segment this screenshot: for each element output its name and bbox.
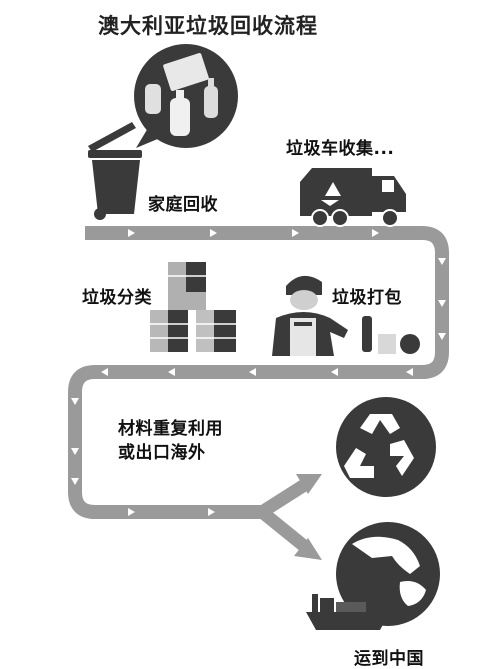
branch-upper-arrow: [258, 478, 310, 518]
step-reuse-line2: 或出口海外: [118, 443, 206, 463]
cargo-ship-icon: [306, 594, 390, 630]
step-truck-collection: 垃圾车收集...: [286, 139, 395, 159]
diagram-title: 澳大利亚垃圾回收流程: [98, 14, 318, 38]
step-sorting: 垃圾分类: [82, 288, 152, 308]
step-reuse-line1: 材料重复利用: [118, 419, 223, 439]
branch-lower-arrow: [257, 506, 309, 552]
waste-items-bubble-icon: [134, 44, 238, 148]
globe-icon: [336, 522, 440, 626]
step-packing: 垃圾打包: [332, 288, 402, 308]
branch-lower-arrowhead: [294, 538, 322, 560]
wheelie-bin-icon: [88, 122, 142, 220]
sorted-bales-icon: [150, 262, 236, 352]
garbage-truck-icon: [300, 168, 406, 227]
worker-icon: [272, 275, 420, 356]
conveyor-arrows: [71, 229, 446, 516]
recycle-symbol-icon: [336, 397, 436, 497]
step-home-recycling: 家庭回收: [148, 195, 218, 215]
step-ship-to-china: 运到中国: [354, 649, 424, 669]
branch-upper-arrowhead: [296, 474, 322, 494]
conveyor-belt: [68, 226, 449, 519]
